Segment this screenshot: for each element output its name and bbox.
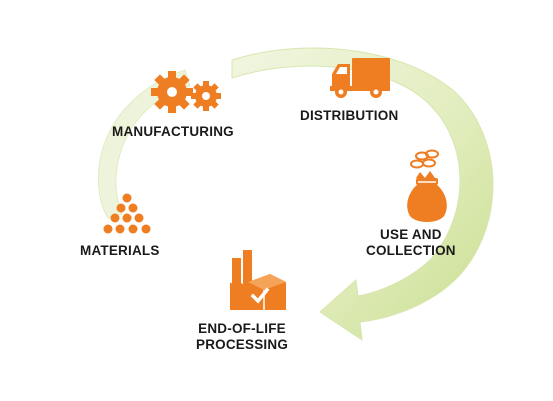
end-of-life-line1: END-OF-LIFE — [198, 321, 286, 336]
truck-icon — [330, 58, 390, 98]
factory-icon — [230, 250, 286, 310]
distribution-label: DISTRIBUTION — [300, 108, 399, 123]
use-and-collection-line1: USE AND — [380, 227, 442, 242]
end-of-life-line2: PROCESSING — [196, 337, 289, 352]
use-and-collection-line2: COLLECTION — [366, 243, 456, 258]
end-of-life-label: END-OF-LIFE PROCESSING — [196, 321, 288, 353]
pellets-icon — [103, 193, 151, 234]
use-and-collection-label: USE AND COLLECTION — [366, 227, 456, 259]
gears-icon — [151, 71, 221, 113]
materials-label: MATERIALS — [80, 243, 160, 258]
manufacturing-label: MANUFACTURING — [112, 124, 234, 139]
sack-icon — [407, 149, 447, 222]
